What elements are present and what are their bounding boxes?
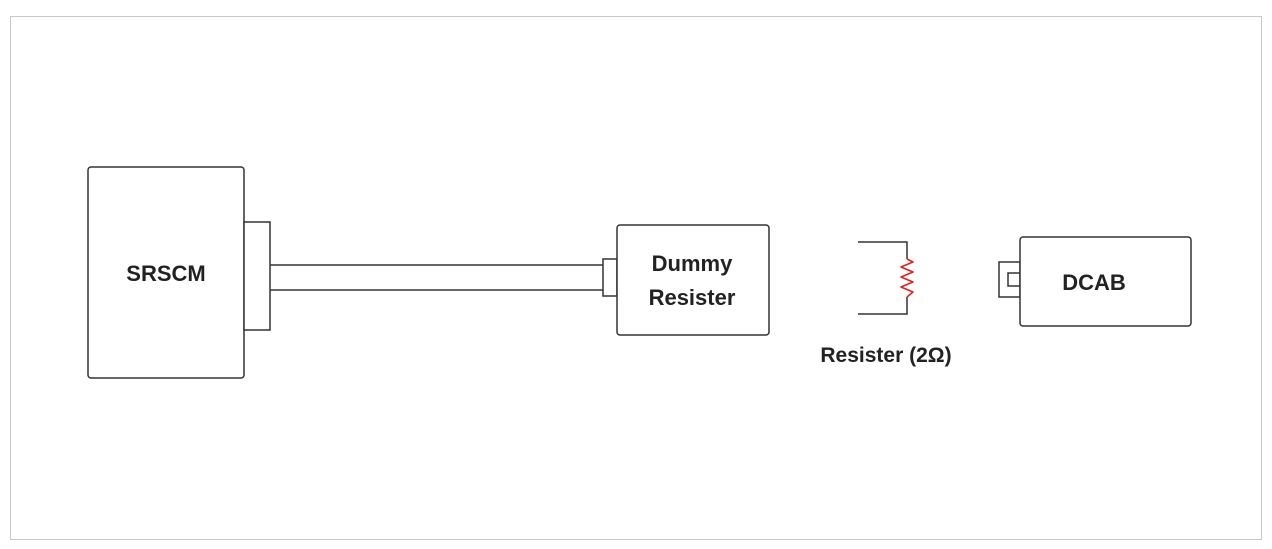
srscm-connector: [243, 221, 271, 331]
dcab-box: [1019, 236, 1192, 327]
dummy-resister-box: [616, 224, 770, 336]
dummy-resister-tool: Dummy Resister: [602, 224, 770, 336]
dcab-label: DCAB: [1062, 270, 1126, 295]
srscm-module: SRSCM: [87, 166, 271, 379]
dummy-resister-label-line2: Resister: [649, 285, 736, 310]
dummy-resister-plug: [602, 258, 618, 297]
dcab-connector-inner: [1007, 272, 1021, 287]
resistor-lead-wire: [858, 241, 908, 259]
resistor-lead-wire-lower: [858, 297, 908, 315]
resistor-symbol: Resister (2Ω): [820, 241, 952, 367]
dcab-module: DCAB: [998, 236, 1192, 327]
srscm-label: SRSCM: [126, 261, 205, 286]
harness-cable: [270, 264, 604, 291]
resistor-caption: Resister (2Ω): [820, 344, 951, 367]
dummy-resister-label-line1: Dummy: [652, 251, 733, 276]
resistor-zigzag-icon: [900, 258, 914, 298]
diagram-frame: [10, 16, 1262, 540]
